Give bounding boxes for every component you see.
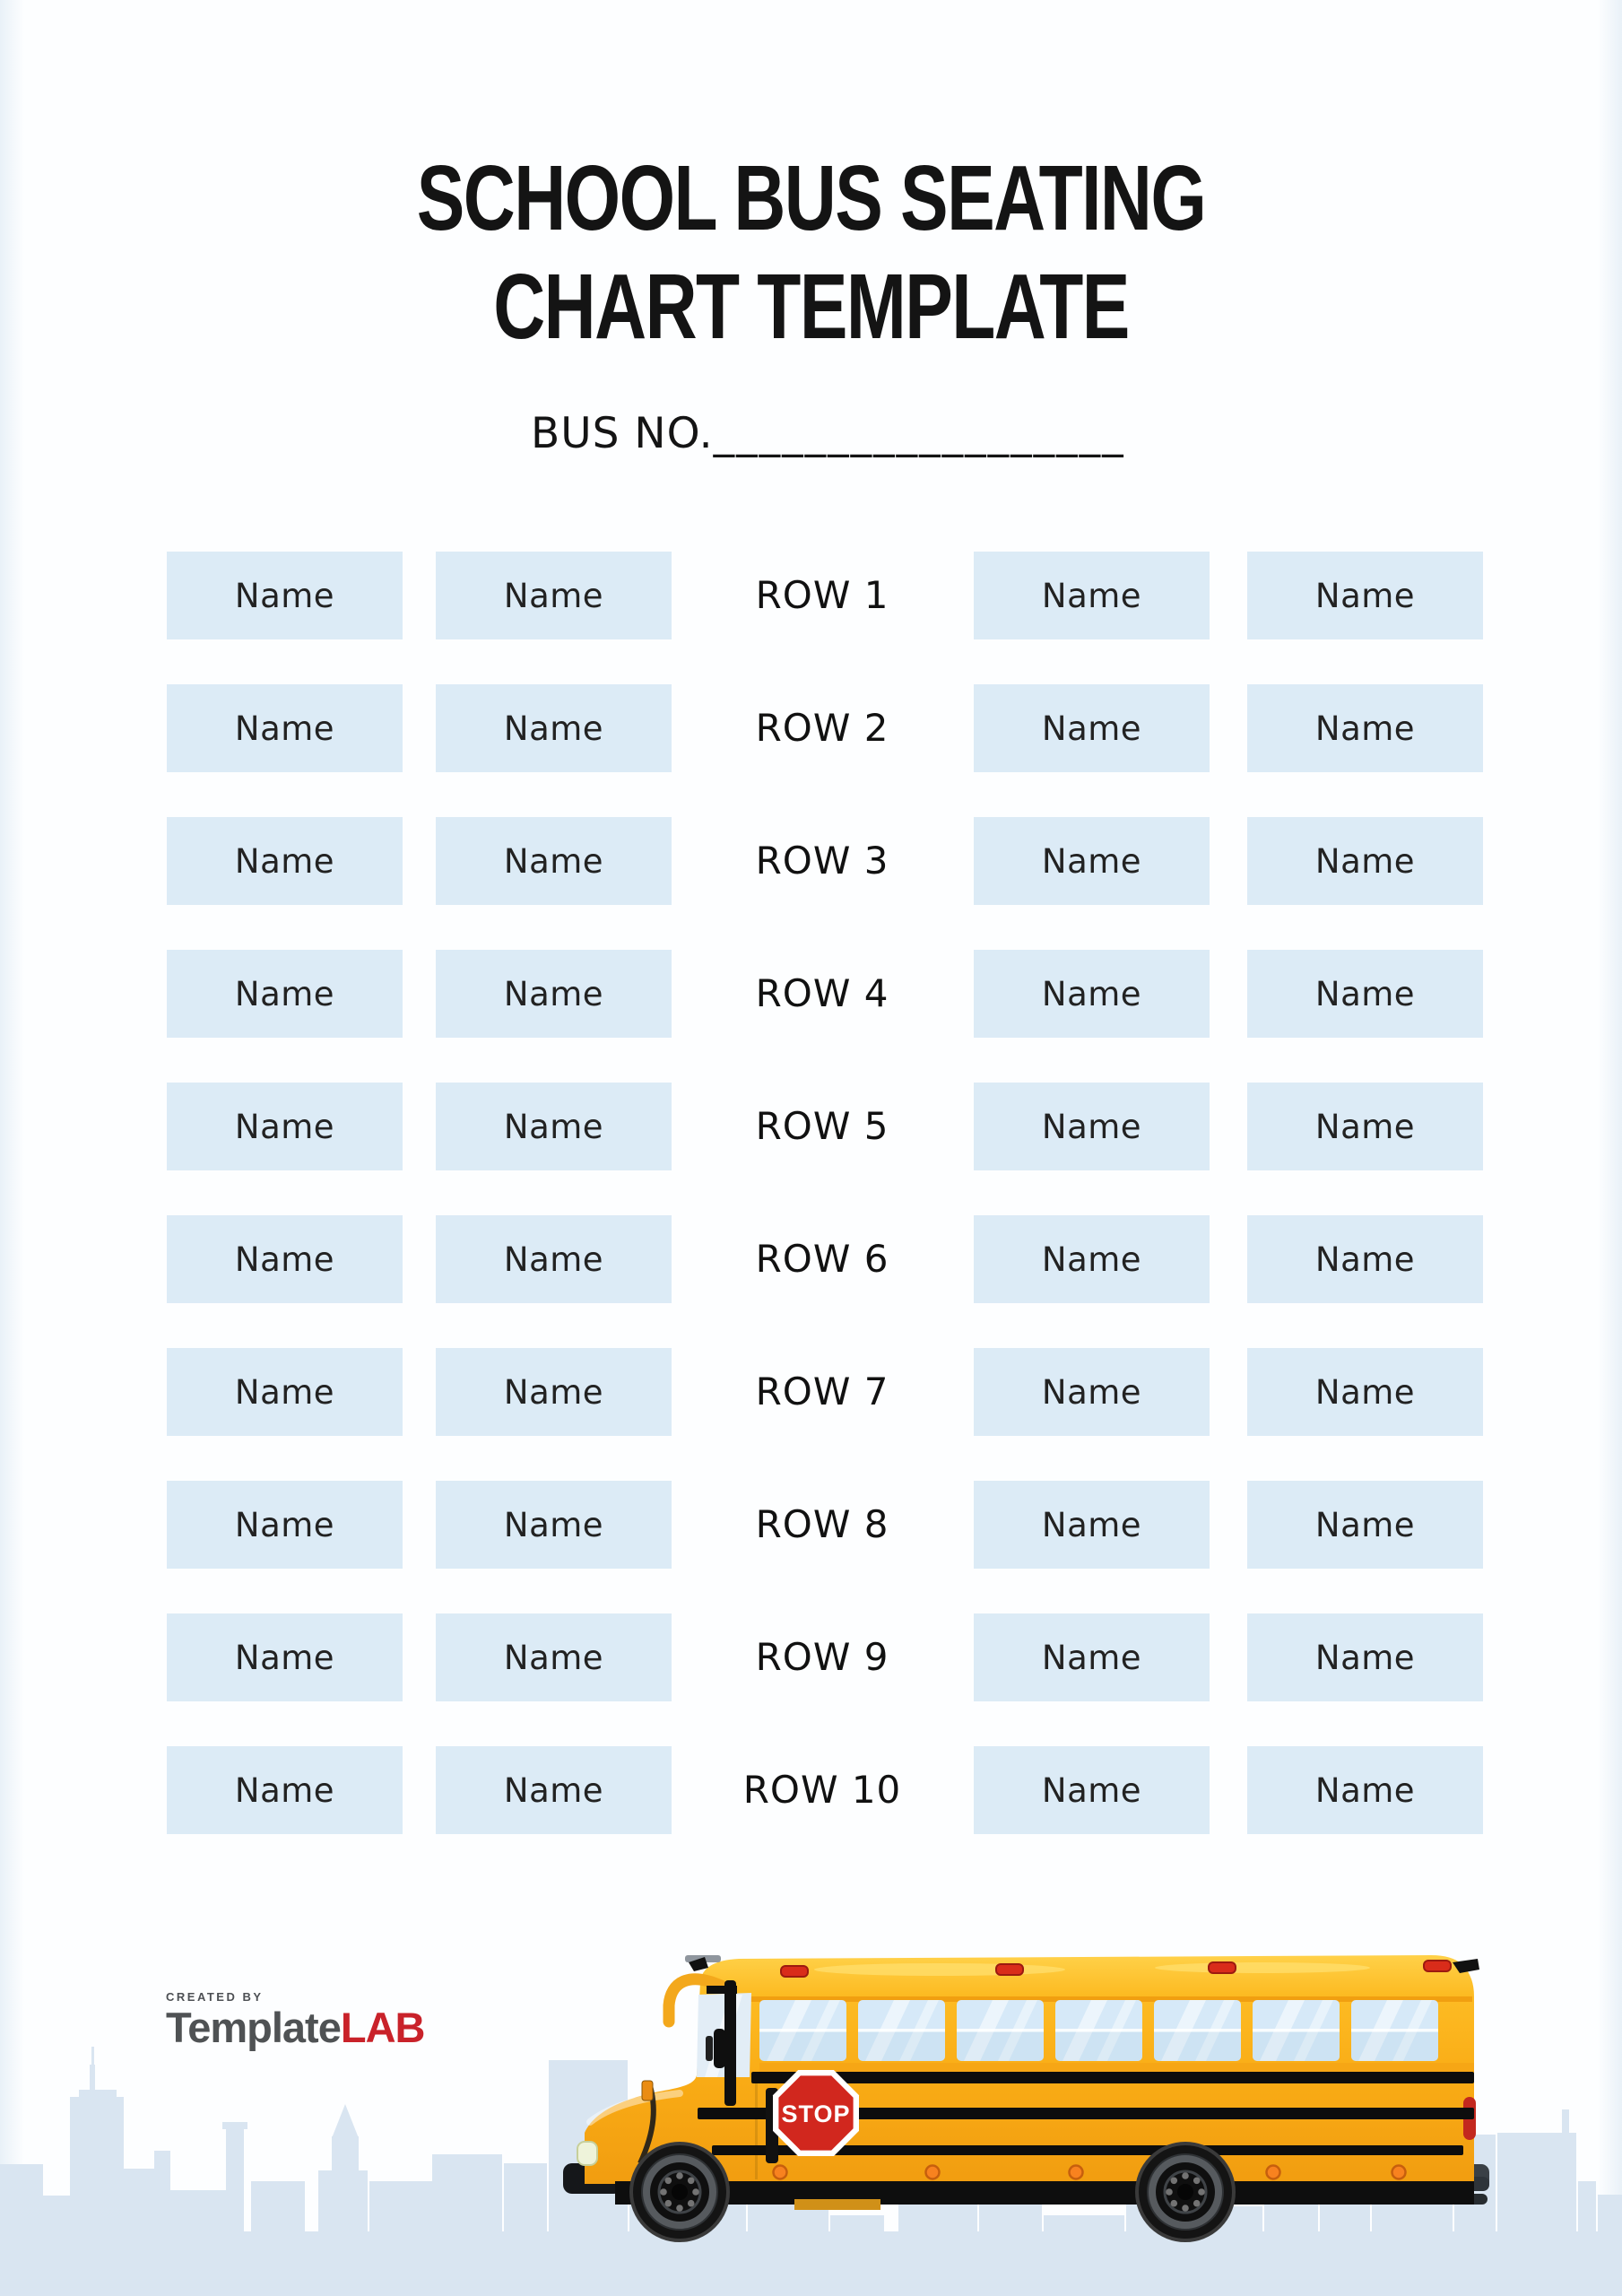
seat-name-box[interactable]: Name [167, 950, 403, 1038]
created-by-label: CREATED BY [166, 1990, 264, 2004]
page-title-line1: SCHOOL BUS SEATING [416, 146, 1207, 249]
seat-name-box[interactable]: Name [974, 1083, 1210, 1170]
seat-name-box[interactable]: Name [167, 1083, 403, 1170]
bus-black-stripes [698, 2072, 1474, 2155]
row-label: ROW 4 [755, 971, 889, 1015]
seat-name-box[interactable]: Name [436, 1613, 672, 1701]
seat-name-box[interactable]: Name [167, 552, 403, 639]
seating-row: Name Name ROW 6 Name Name [167, 1215, 1483, 1303]
row-label: ROW 2 [755, 706, 889, 750]
seat-name-box[interactable]: Name [1247, 1215, 1483, 1303]
seat-name-box[interactable]: Name [436, 1348, 672, 1436]
row-label: ROW 1 [755, 573, 889, 617]
bus-number-line: BUS NO.__________________ [531, 409, 1125, 458]
brand-name-gray: Template [166, 2004, 342, 2051]
templatelab-logo: CREATED BY TemplateLAB [166, 1990, 426, 2051]
page-title-line2: CHART TEMPLATE [493, 255, 1130, 358]
bus-hood-marker-icon [641, 2080, 654, 2101]
seat-name-box[interactable]: Name [167, 1746, 403, 1834]
seat-name-box[interactable]: Name [436, 1083, 672, 1170]
seat-name-box[interactable]: Name [436, 552, 672, 639]
seat-name-box[interactable]: Name [1247, 817, 1483, 905]
bus-rear-wheel-icon [1135, 2142, 1236, 2242]
seat-name-box[interactable]: Name [1247, 1746, 1483, 1834]
brand-name-red: LAB [340, 2004, 426, 2051]
row-label: ROW 3 [755, 839, 889, 883]
seat-name-box[interactable]: Name [167, 1215, 403, 1303]
seat-name-box[interactable]: Name [436, 950, 672, 1038]
row-label: ROW 8 [755, 1502, 889, 1546]
bus-mirror-arm-icon [663, 1973, 727, 2028]
bus-rear-fin-icon [1453, 1959, 1479, 1973]
seat-name-box[interactable]: Name [167, 684, 403, 772]
bus-number-label: BUS NO. [531, 409, 714, 458]
seat-name-box[interactable]: Name [974, 1215, 1210, 1303]
seating-row: Name Name ROW 1 Name Name [167, 552, 1483, 639]
seating-row: Name Name ROW 5 Name Name [167, 1083, 1483, 1170]
seat-name-box[interactable]: Name [1247, 1083, 1483, 1170]
seat-name-box[interactable]: Name [974, 1481, 1210, 1569]
row-label: ROW 7 [755, 1370, 889, 1413]
seat-name-box[interactable]: Name [167, 1613, 403, 1701]
bus-front-wheel-icon [629, 2142, 730, 2242]
bus-horn-icon [689, 1957, 708, 1971]
seating-row: Name Name ROW 8 Name Name [167, 1481, 1483, 1569]
seat-name-box[interactable]: Name [1247, 552, 1483, 639]
seat-name-box[interactable]: Name [1247, 684, 1483, 772]
seat-name-box[interactable]: Name [167, 817, 403, 905]
bus-windows [759, 2000, 1438, 2061]
stop-sign-text: STOP [781, 2100, 850, 2127]
bus-mirror-icon [706, 1980, 737, 2106]
row-label: ROW 9 [755, 1635, 889, 1679]
row-label: ROW 10 [742, 1768, 902, 1812]
seat-name-box[interactable]: Name [974, 1613, 1210, 1701]
row-label: ROW 5 [755, 1104, 889, 1148]
seat-name-box[interactable]: Name [974, 817, 1210, 905]
bus-number-blank-field[interactable]: __________________ [713, 409, 1125, 458]
seat-name-box[interactable]: Name [436, 1481, 672, 1569]
seat-name-box[interactable]: Name [1247, 1613, 1483, 1701]
bus-side-lights-icon [772, 2164, 1407, 2180]
bus-step-icon [794, 2199, 880, 2210]
bus-headlight-icon [577, 2141, 598, 2166]
seat-name-box[interactable]: Name [1247, 1348, 1483, 1436]
seat-name-box[interactable]: Name [436, 684, 672, 772]
seat-name-box[interactable]: Name [974, 1746, 1210, 1834]
seating-row: Name Name ROW 7 Name Name [167, 1348, 1483, 1436]
seat-name-box[interactable]: Name [1247, 950, 1483, 1038]
bus-skirt [615, 2181, 1474, 2205]
bus-roof-lights-icon [780, 1960, 1452, 1978]
seat-name-box[interactable]: Name [436, 1746, 672, 1834]
seating-row: Name Name ROW 9 Name Name [167, 1613, 1483, 1701]
seat-name-box[interactable]: Name [974, 684, 1210, 772]
seat-name-box[interactable]: Name [1247, 1481, 1483, 1569]
seating-row: Name Name ROW 2 Name Name [167, 684, 1483, 772]
seat-name-box[interactable]: Name [974, 552, 1210, 639]
row-label: ROW 6 [755, 1237, 889, 1281]
seat-name-box[interactable]: Name [167, 1481, 403, 1569]
stop-sign-icon: STOP [766, 2070, 859, 2163]
seat-name-box[interactable]: Name [974, 1348, 1210, 1436]
seating-row: Name Name ROW 10 Name Name [167, 1746, 1483, 1834]
seat-name-box[interactable]: Name [436, 1215, 672, 1303]
school-bus-illustration: STOP [563, 1955, 1489, 2242]
seat-name-box[interactable]: Name [974, 950, 1210, 1038]
seating-row: Name Name ROW 3 Name Name [167, 817, 1483, 905]
page-title: SCHOOL BUS SEATING CHART TEMPLATE [0, 144, 1622, 361]
seat-name-box[interactable]: Name [436, 817, 672, 905]
bus-roof [699, 1955, 1472, 2000]
seating-row: Name Name ROW 4 Name Name [167, 950, 1483, 1038]
seat-name-box[interactable]: Name [167, 1348, 403, 1436]
